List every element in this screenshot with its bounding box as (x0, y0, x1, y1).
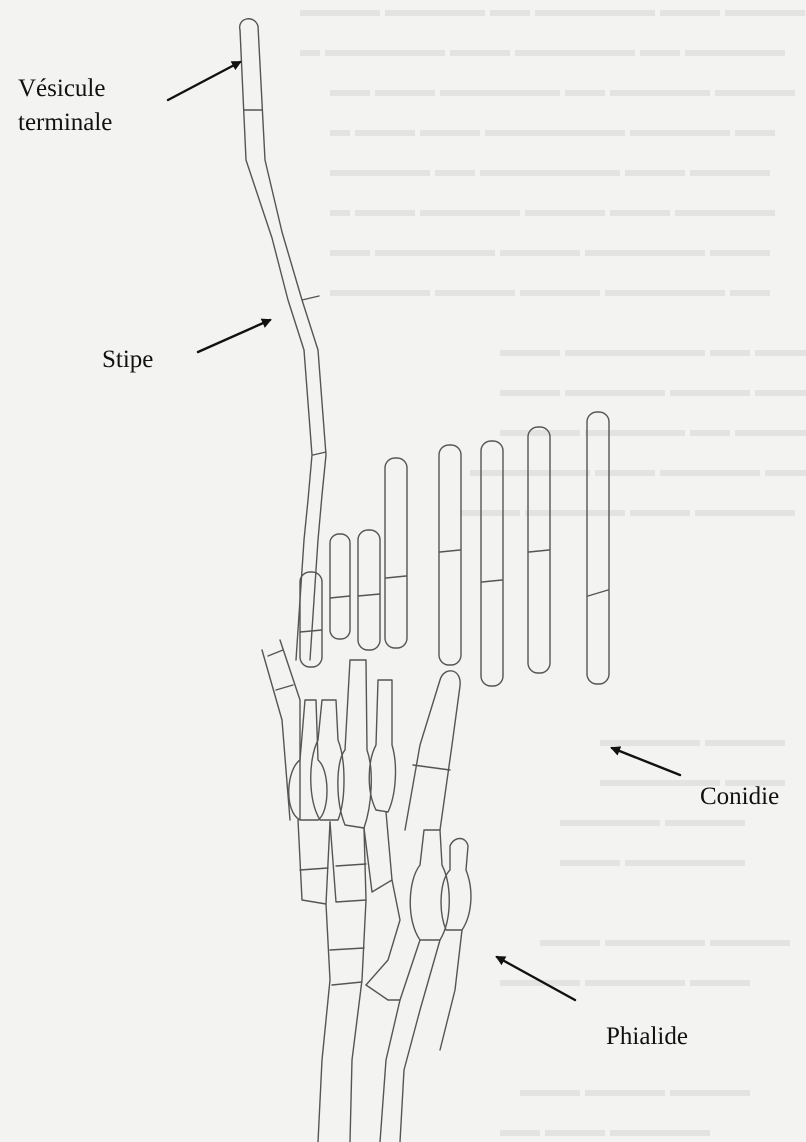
arrow-conidie (612, 748, 680, 775)
label-phialide: Phialide (606, 1020, 688, 1054)
label-vesicule-terminale: Vésicule terminale (18, 72, 148, 140)
arrow-phialide (497, 957, 575, 1000)
label-conidie: Conidie (700, 780, 779, 814)
stipe-drawing (240, 19, 326, 660)
arrow-stipe (198, 320, 270, 352)
label-stipe: Stipe (102, 343, 153, 377)
conidia-drawing (385, 412, 609, 686)
arrow-vesicule-terminale (168, 62, 240, 100)
annotation-arrows (168, 62, 680, 1000)
